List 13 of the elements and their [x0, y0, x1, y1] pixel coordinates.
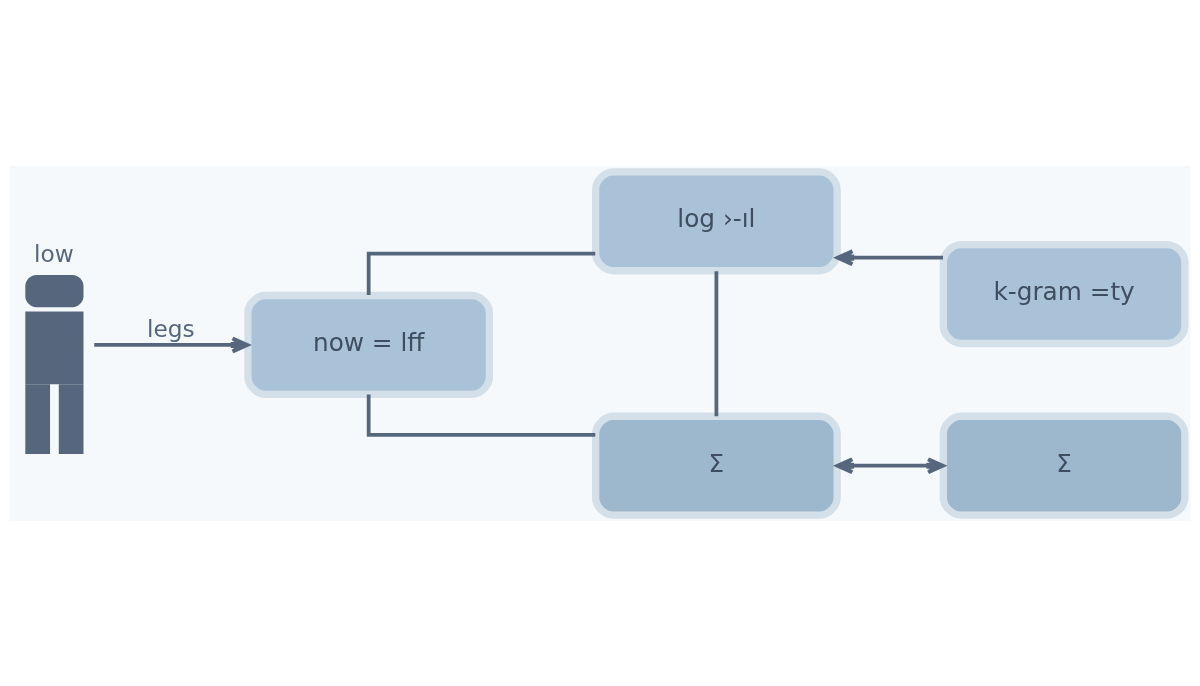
node-box: Σ	[939, 412, 1189, 519]
connector	[366, 394, 596, 437]
arrow	[835, 248, 943, 266]
node-label: low	[34, 239, 74, 267]
node-box: k-gram =ty	[939, 240, 1189, 347]
edge-label: legs	[146, 314, 195, 342]
connector	[714, 270, 719, 416]
arrow	[835, 456, 945, 474]
connector	[366, 251, 596, 295]
node-box: log ›-ıl	[592, 167, 841, 274]
node-box: Σ	[592, 412, 841, 519]
arrow	[94, 336, 250, 353]
node-box: now = lff	[244, 291, 494, 398]
